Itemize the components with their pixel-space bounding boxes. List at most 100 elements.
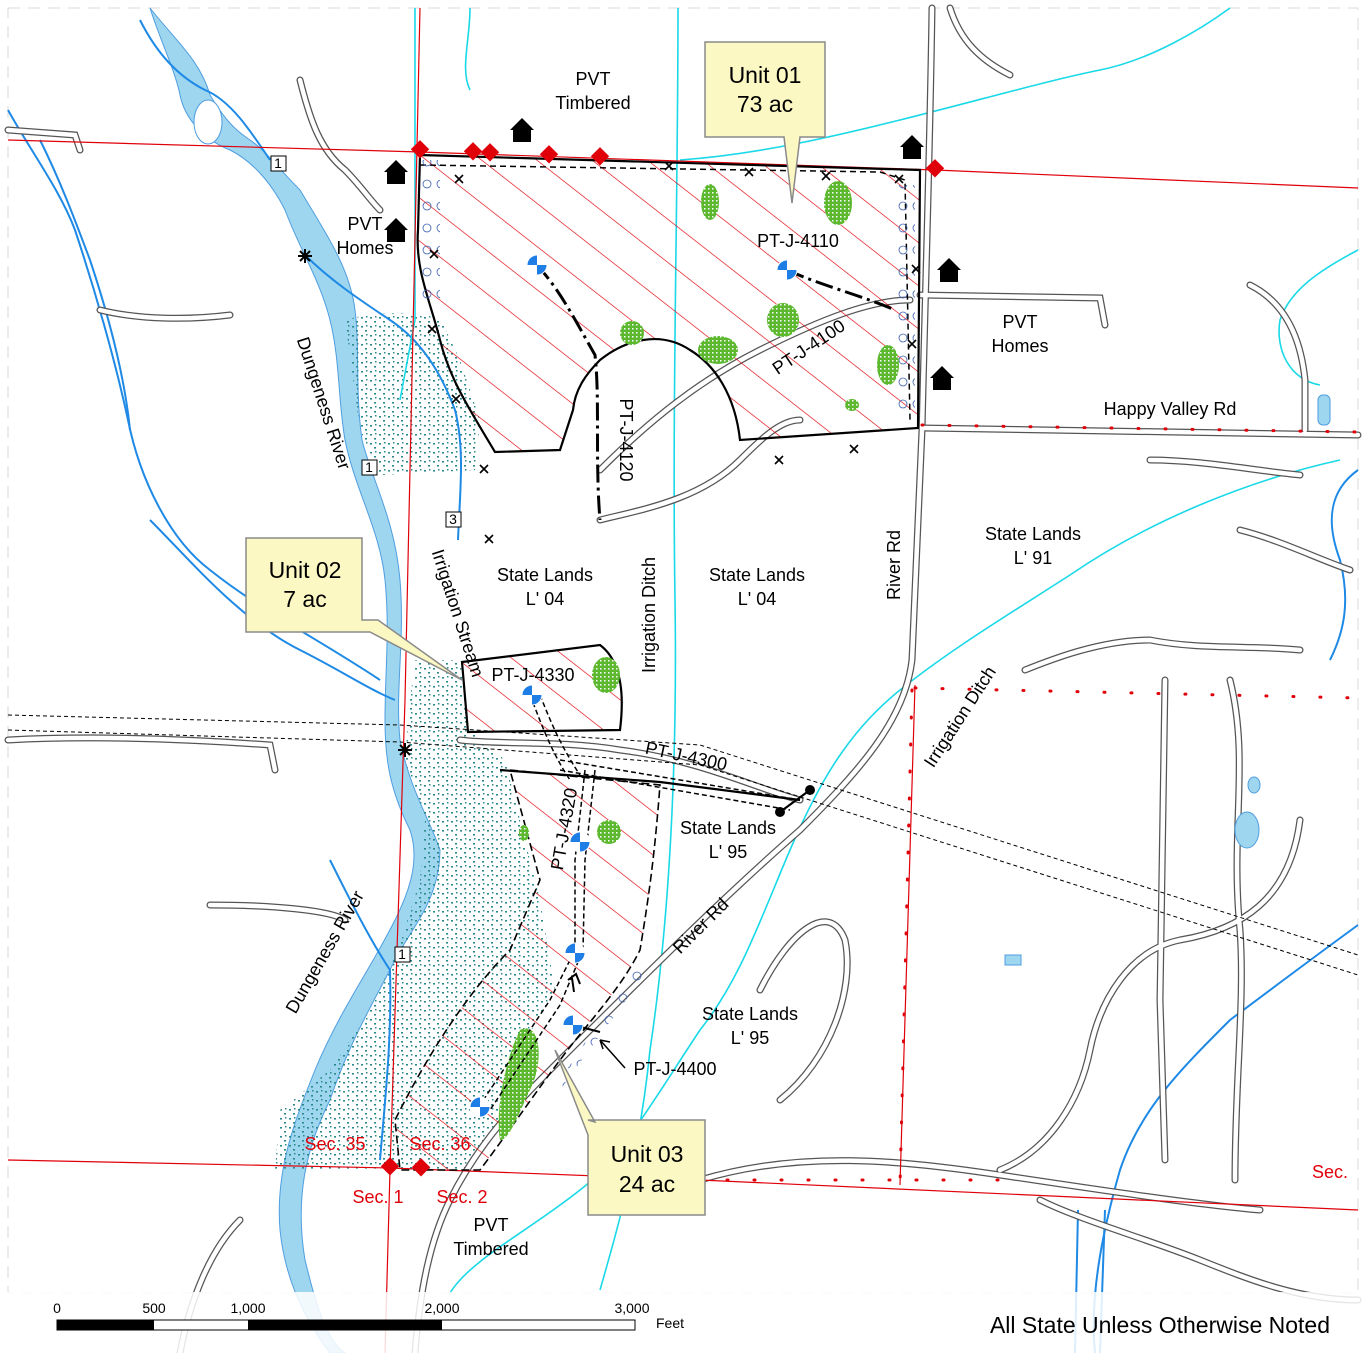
road-endpoint bbox=[775, 807, 785, 817]
lease-label: L' 95 bbox=[731, 1028, 769, 1048]
house-icon bbox=[510, 118, 534, 142]
state-lands-label: State Lands bbox=[985, 524, 1081, 544]
state-lands-label: State Lands bbox=[680, 818, 776, 838]
svg-text:73 ac: 73 ac bbox=[737, 91, 793, 117]
house-icon bbox=[384, 160, 408, 184]
house-icon bbox=[900, 135, 924, 159]
road-label: PT-J-4110 bbox=[757, 231, 839, 251]
rmz-buffer bbox=[560, 960, 648, 1090]
section-line-ticks bbox=[698, 423, 1360, 1187]
unit-02-callout: Unit 02 7 ac bbox=[245, 537, 463, 681]
corner-diamond-icon bbox=[463, 142, 483, 161]
unit-01-callout: Unit 01 73 ac bbox=[704, 41, 826, 204]
road-label: PT-J-4400 bbox=[633, 1059, 716, 1079]
road-label: Happy Valley Rd bbox=[1104, 399, 1237, 419]
svg-text:1: 1 bbox=[274, 155, 282, 171]
svg-text:24 ac: 24 ac bbox=[619, 1171, 675, 1197]
svg-text:Sec. 36: Sec. 36 bbox=[409, 1134, 470, 1154]
pvt-label: PVT bbox=[1002, 312, 1037, 332]
house-icon bbox=[384, 218, 408, 242]
survey-point-icon bbox=[776, 259, 798, 281]
houses bbox=[384, 118, 961, 390]
pond bbox=[1317, 394, 1331, 426]
house-icon bbox=[937, 258, 961, 282]
lease-label: L' 91 bbox=[1014, 548, 1052, 568]
stream-type-marker-icon bbox=[361, 459, 378, 476]
lease-label: L' 04 bbox=[738, 589, 776, 609]
svg-text:Unit 01: Unit 01 bbox=[729, 62, 802, 88]
svg-text:1: 1 bbox=[398, 946, 406, 962]
svg-text:500: 500 bbox=[142, 1300, 166, 1316]
svg-text:Sec. 1: Sec. 1 bbox=[352, 1187, 403, 1207]
leave-tree-patches bbox=[498, 181, 899, 1140]
house-icon bbox=[930, 366, 954, 390]
svg-text:7 ac: 7 ac bbox=[283, 586, 326, 612]
corner-diamond-icon bbox=[539, 145, 559, 164]
road-label: PT-J-4330 bbox=[491, 665, 574, 685]
section-lines bbox=[7, 7, 1359, 1353]
state-lands-label: State Lands bbox=[709, 565, 805, 585]
pvt-label: PVT bbox=[473, 1215, 508, 1235]
ownership-note: All State Unless Otherwise Noted bbox=[990, 1312, 1330, 1338]
corner-diamond-icon bbox=[480, 143, 500, 162]
road-endpoint bbox=[805, 785, 815, 795]
svg-text:2,000: 2,000 bbox=[424, 1300, 459, 1316]
stream-type-marker-icon bbox=[270, 155, 287, 172]
pond bbox=[1247, 776, 1261, 794]
rmz-buffer bbox=[895, 185, 915, 420]
pond bbox=[1234, 811, 1260, 849]
roads-fill bbox=[5, 5, 1361, 1353]
culverts bbox=[427, 161, 921, 544]
survey-point-icon bbox=[564, 942, 586, 964]
homes-label: Homes bbox=[991, 336, 1048, 356]
survey-point-icon bbox=[469, 1096, 491, 1118]
haul-roads bbox=[479, 263, 896, 1111]
state-lands-label: State Lands bbox=[702, 1004, 798, 1024]
road-label: River Rd bbox=[884, 530, 904, 600]
survey-point-icon bbox=[526, 254, 548, 276]
svg-text:Sec. 35: Sec. 35 bbox=[304, 1134, 365, 1154]
survey-point-icon bbox=[521, 684, 543, 706]
corner-diamond-icon bbox=[925, 159, 945, 178]
svg-text:1: 1 bbox=[365, 459, 373, 475]
unit-01-boundary bbox=[416, 153, 922, 454]
unit-03-boundary bbox=[394, 769, 661, 1171]
pvt-label: PVT bbox=[347, 214, 382, 234]
state-lands-label: State Lands bbox=[497, 565, 593, 585]
survey-point-icon bbox=[569, 831, 591, 853]
utility-corridor bbox=[7, 714, 1359, 976]
leader-arrow bbox=[599, 1039, 626, 1069]
arrow-marker bbox=[567, 972, 581, 993]
svg-text:3: 3 bbox=[449, 511, 457, 527]
svg-text:3,000: 3,000 bbox=[614, 1300, 649, 1316]
unit-03-callout: Unit 03 24 ac bbox=[554, 1049, 706, 1216]
pvt-label: PVT bbox=[575, 69, 610, 89]
road-label: PT-J-4120 bbox=[616, 398, 636, 481]
svg-text:1,000: 1,000 bbox=[230, 1300, 265, 1316]
lease-label: L' 95 bbox=[709, 842, 747, 862]
section-labels: Sec. 35 Sec. 36 Sec. 1 Sec. 2 Sec. bbox=[304, 1134, 1348, 1207]
stream-crossing-icon bbox=[298, 249, 412, 757]
survey-points bbox=[469, 254, 798, 1118]
survey-point-icon bbox=[562, 1014, 584, 1036]
pond bbox=[1004, 954, 1022, 966]
timbered-label: Timbered bbox=[453, 1239, 528, 1259]
stream-type-marker-icon bbox=[394, 946, 411, 963]
svg-text:Unit 02: Unit 02 bbox=[269, 557, 342, 583]
scale-bar: 0 500 1,000 2,000 3,000 Feet bbox=[0, 1292, 1368, 1353]
svg-text:Feet: Feet bbox=[656, 1315, 684, 1331]
svg-text:0: 0 bbox=[53, 1300, 61, 1316]
svg-text:Sec.: Sec. bbox=[1312, 1162, 1348, 1182]
homes-label: Homes bbox=[336, 238, 393, 258]
stream-type-marker-icon bbox=[445, 511, 462, 528]
unit-02-boundary bbox=[460, 643, 623, 734]
streams bbox=[7, 19, 1359, 1353]
svg-text:Unit 03: Unit 03 bbox=[611, 1141, 684, 1167]
lease-label: L' 04 bbox=[526, 589, 564, 609]
corner-diamond-icon bbox=[590, 147, 610, 166]
corner-diamond-icon bbox=[410, 140, 430, 159]
svg-text:Sec. 2: Sec. 2 bbox=[436, 1187, 487, 1207]
timbered-label: Timbered bbox=[555, 93, 630, 113]
stream-type-markers: 1 1 3 1 bbox=[270, 155, 462, 963]
